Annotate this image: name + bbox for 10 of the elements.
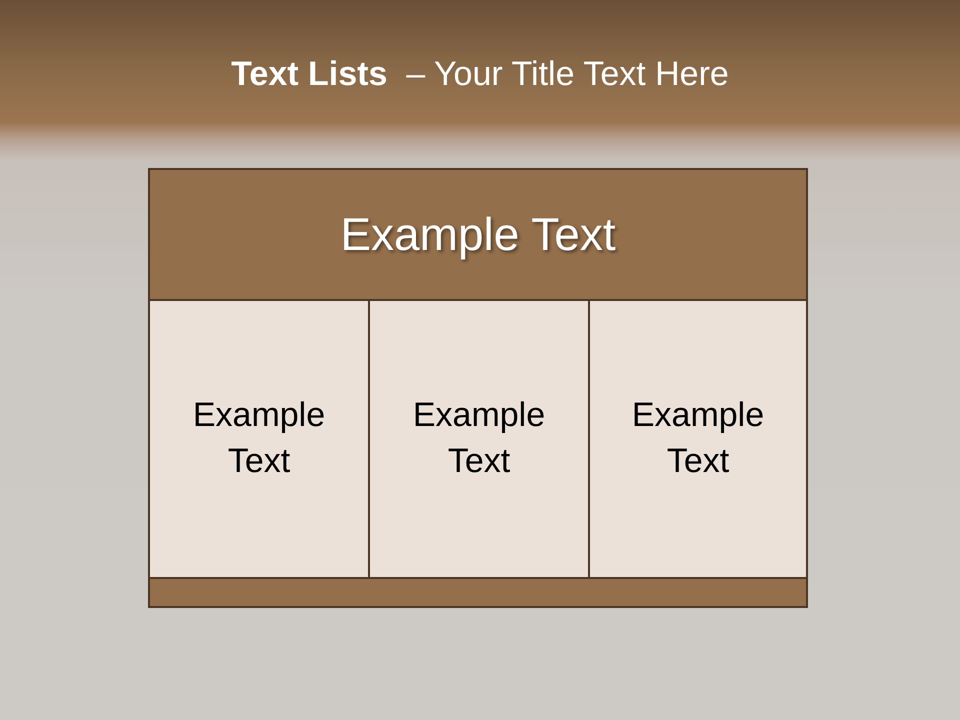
slide-title: Text Lists – Your Title Text Here xyxy=(231,55,729,94)
panel-text: Example Text xyxy=(192,395,326,482)
content-panel xyxy=(148,299,370,579)
header-text: Example Text xyxy=(340,206,616,262)
header-band xyxy=(148,168,808,301)
footer-bar xyxy=(148,577,808,608)
content-panel xyxy=(368,299,590,579)
panel-text: Example Text xyxy=(630,395,766,482)
panel-text: Example Text xyxy=(412,395,546,482)
content-panel xyxy=(588,299,808,579)
